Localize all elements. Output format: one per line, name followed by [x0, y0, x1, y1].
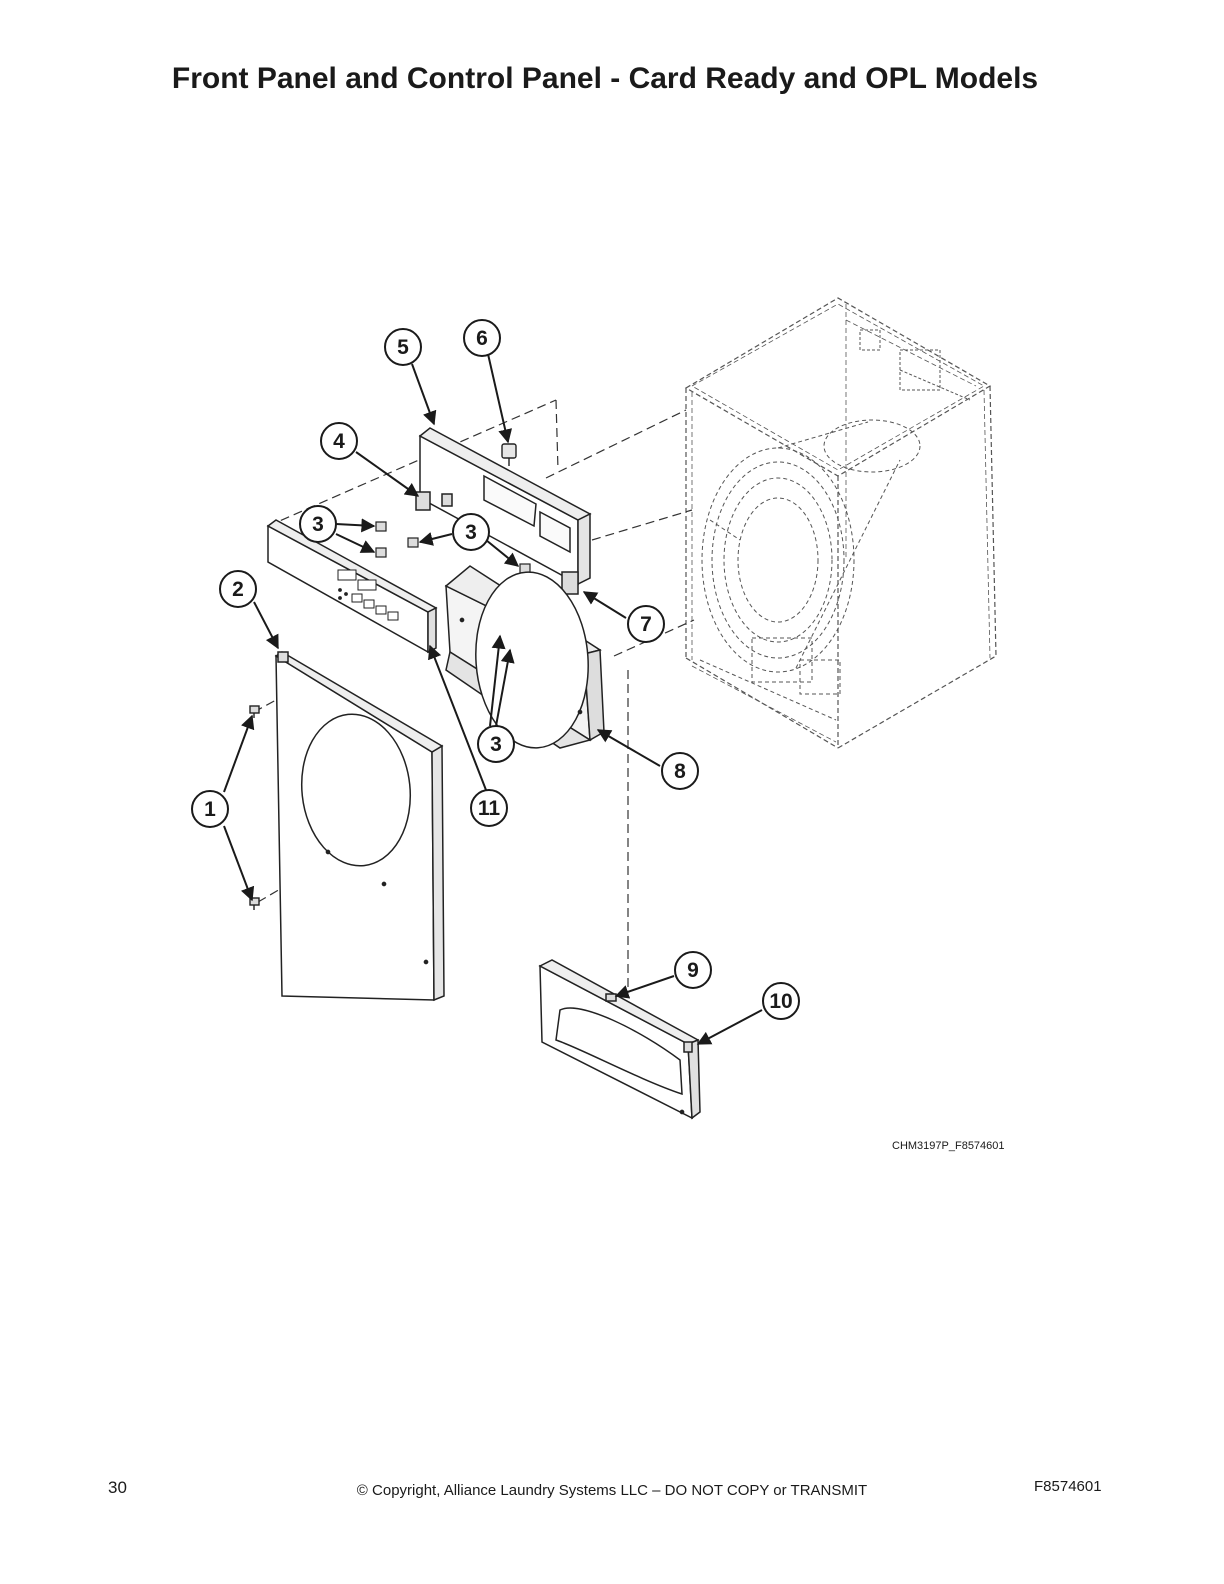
callout-6: 6	[463, 319, 501, 357]
callout-4: 4	[320, 422, 358, 460]
inner-door-panel	[444, 565, 605, 749]
svg-text:5: 5	[397, 336, 409, 359]
callout-2: 2	[219, 570, 257, 608]
control-panel-bracket	[415, 427, 592, 595]
svg-text:4: 4	[333, 430, 345, 453]
document-number: F8574601	[1034, 1478, 1102, 1495]
copyright-notice: © Copyright, Alliance Laundry Systems LL…	[356, 1482, 868, 1499]
svg-text:3: 3	[490, 733, 502, 756]
svg-text:3: 3	[465, 521, 477, 544]
screws	[249, 705, 260, 910]
svg-text:8: 8	[674, 760, 686, 783]
front-panel	[274, 651, 445, 1002]
keypad-icon	[337, 569, 399, 621]
callout-3: 3	[452, 513, 490, 551]
callout-7: 7	[627, 605, 665, 643]
callout-10: 10	[762, 982, 800, 1020]
svg-text:1: 1	[204, 798, 216, 821]
dryer-drum	[699, 419, 921, 721]
svg-text:9: 9	[687, 959, 699, 982]
callout-9: 9	[674, 951, 712, 989]
page-number: 30	[108, 1478, 127, 1497]
switch-part	[501, 443, 517, 466]
callout-3: 3	[477, 725, 515, 763]
svg-text:7: 7	[640, 613, 652, 636]
leader-arrows	[223, 353, 763, 1045]
svg-text:6: 6	[476, 327, 488, 350]
svg-text:2: 2	[232, 578, 244, 601]
door-ring-opening	[475, 571, 589, 749]
callout-11: 11	[470, 789, 508, 827]
callout-1: 1	[191, 790, 229, 828]
svg-text:11: 11	[478, 797, 501, 820]
callout-8: 8	[661, 752, 699, 790]
svg-text:10: 10	[769, 990, 792, 1013]
dryer-bracket-detail	[859, 329, 971, 401]
door-opening	[300, 713, 412, 867]
toe-kick-panel	[538, 959, 701, 1120]
dryer-cabinet	[684, 297, 997, 749]
figure-id: CHM3197P_F8574601	[892, 1140, 1005, 1152]
svg-text:3: 3	[312, 513, 324, 536]
callout-3: 3	[299, 505, 337, 543]
control-panel-overlay	[266, 519, 438, 654]
page-title: Front Panel and Control Panel - Card Rea…	[171, 62, 1039, 95]
callout-5: 5	[384, 328, 422, 366]
